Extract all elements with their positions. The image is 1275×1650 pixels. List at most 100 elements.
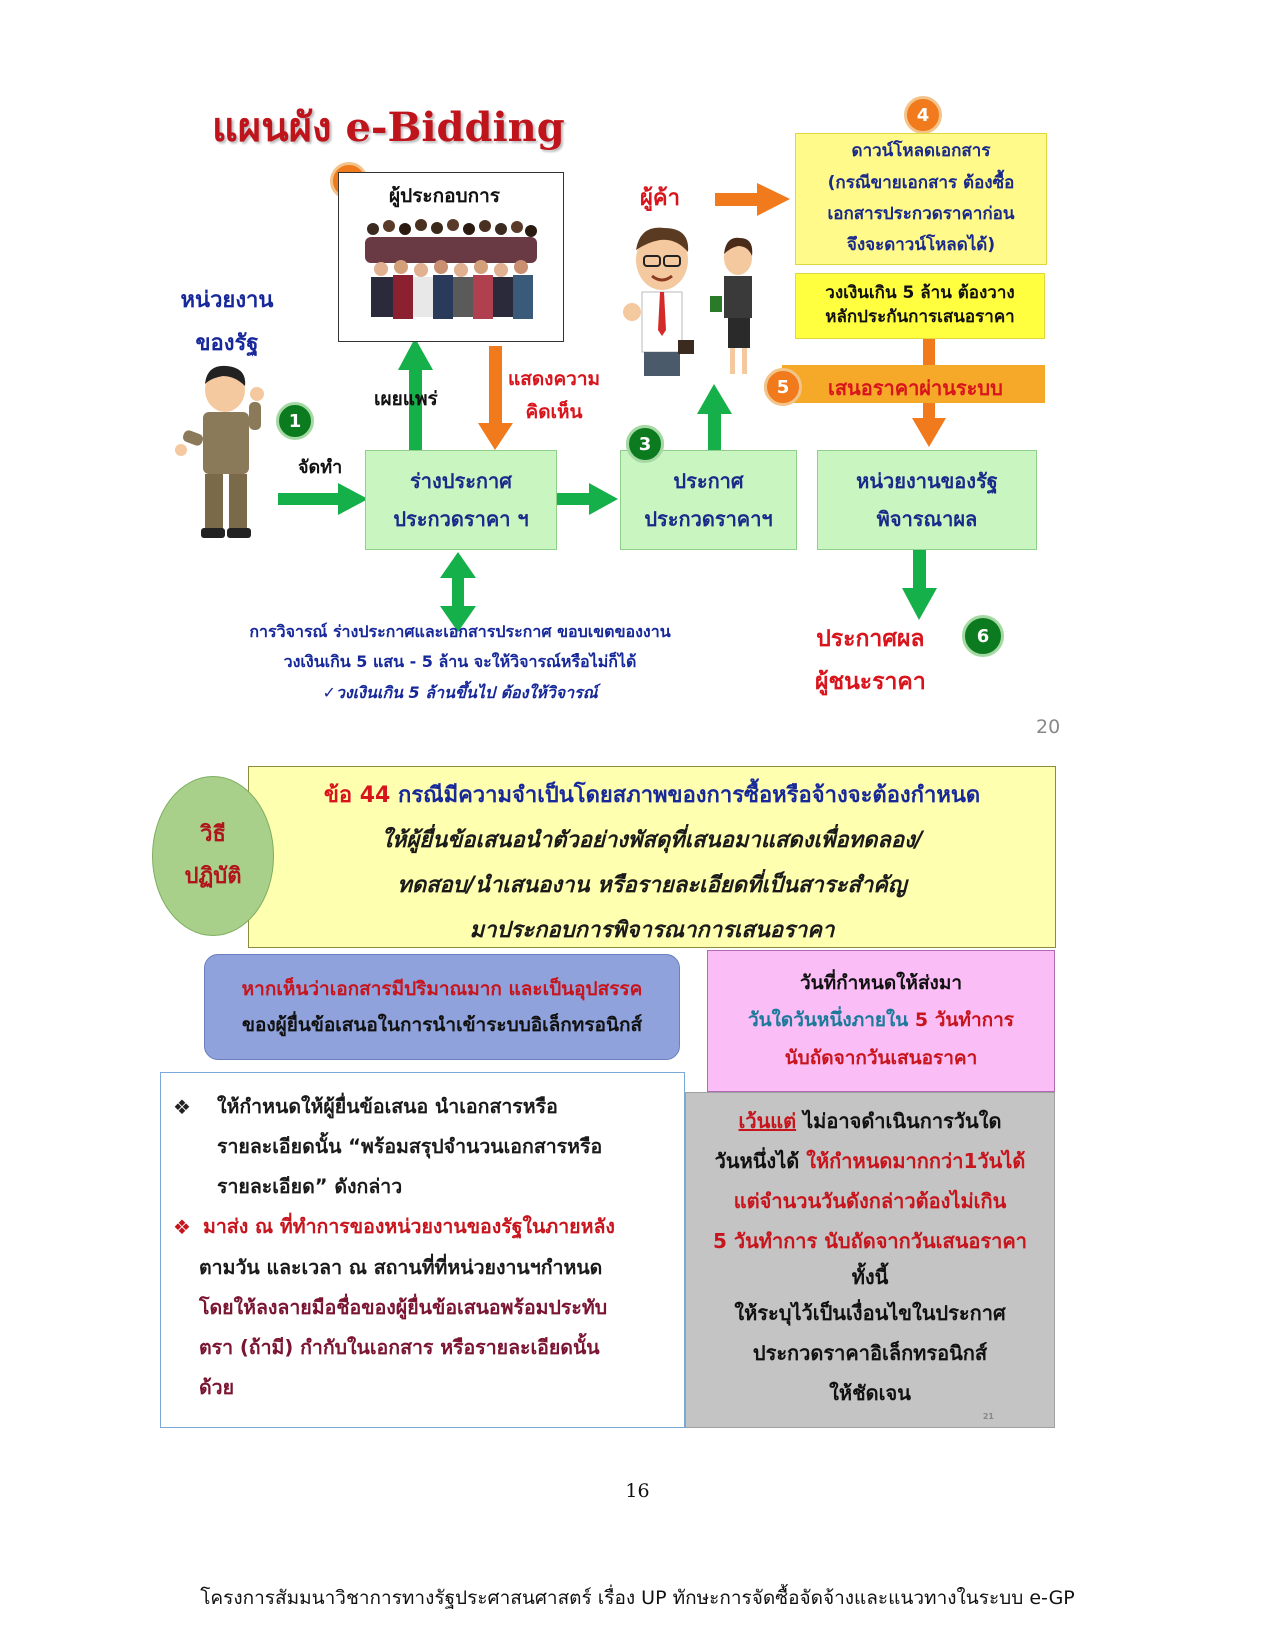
oval-label-line-1: วิธี <box>200 822 226 848</box>
operators-label: ผู้ประกอบการ <box>389 185 500 207</box>
instruction-box: ❖ ให้กำหนดให้ผู้ยื่นข้อเสนอ นำเอกสารหรือ… <box>160 1072 685 1428</box>
agency-label: หน่วยงาน ของรัฐ <box>172 280 282 366</box>
draft-announcement-box: ร่างประกาศ ประกวดราคา ฯ <box>365 450 557 550</box>
exception-line-7: ประกวดราคาอิเล็กทรอนิกส์ <box>752 1341 988 1365</box>
step-3-badge-top: 3 <box>626 425 664 463</box>
clause-line-1: ข้อ 44 กรณีมีความจำเป็นโดยสภาพของการซื้อ… <box>249 773 1055 818</box>
date-line-2: วันใดวันหนึ่งภายใน 5 วันทำการ <box>708 1002 1054 1039</box>
vendor-label: ผู้ค้า <box>640 186 680 211</box>
step-6-badge: 6 <box>962 615 1004 657</box>
step-5-badge-top: 5 <box>764 368 802 406</box>
agency-label-line-2: ของรัฐ <box>195 330 259 356</box>
agency-label-line-1: หน่วยงาน <box>180 288 274 313</box>
exception-line-8: ให้ชัดเจน <box>829 1381 911 1405</box>
clause-44-box: ข้อ 44 กรณีมีความจำเป็นโดยสภาพของการซื้อ… <box>248 766 1056 948</box>
critique-note-3: ✓วงเงินเกิน 5 ล้านขึ้นไป ต้องให้วิจารณ์ <box>322 682 598 702</box>
bid-online-label: เสนอราคาผ่านระบบ <box>828 376 1003 400</box>
publish-label: เผยแพร่ <box>374 388 438 410</box>
arrow-announce-icon <box>555 483 618 515</box>
date-line-3: นับถัดจากวันเสนอราคา <box>784 1046 978 1069</box>
exception-line-1-text: ไม่อาจดำเนินการวันใด <box>796 1109 1002 1133</box>
critique-note-2: วงเงินเกิน 5 แสน - 5 ล้าน จะให้วิจารณ์หร… <box>283 652 637 672</box>
arrow-critique-icon <box>440 552 476 632</box>
draft-box-line-2: ประกวดราคา ฯ <box>393 507 529 531</box>
download-line-4: จึงจะดาวน์โหลดได้) <box>846 235 996 256</box>
step-4-badge: 4 <box>904 96 942 134</box>
announcement-box: ประกาศ ประกวดราคาฯ <box>620 450 797 550</box>
download-box: ดาวน์โหลดเอกสาร (กรณีขายเอกสาร ต้องซื้อ … <box>795 133 1047 265</box>
announce-box-line-1: ประกาศ <box>673 469 744 493</box>
clause-line-4: มาประกอบการพิจารณาการเสนอราคา <box>469 918 835 944</box>
arrow-download-icon <box>715 183 790 216</box>
bullet-1-line-1: ให้กำหนดให้ผู้ยื่นข้อเสนอ นำเอกสารหรือ <box>217 1095 558 1118</box>
page-footer: โครงการสัมมนาวิชาการทางรัฐประศาสนศาสตร์ … <box>200 1587 1075 1609</box>
exception-line-2b: ให้กำหนดมากกว่า1วันได้ <box>806 1149 1026 1173</box>
evaluate-box: หน่วยงานของรัฐ พิจารณาผล <box>817 450 1037 550</box>
arrow-publish-icon <box>398 338 433 450</box>
step-1-badge: 1 <box>276 402 314 440</box>
date-line-2a: วันใดวันหนึ่งภายใน <box>747 1009 915 1032</box>
bullet-2-line-2: ตามวัน และเวลา ณ สถานที่ที่หน่วยงานฯกำหน… <box>199 1255 603 1279</box>
page-number: 16 <box>625 1480 650 1502</box>
bullet-2: ❖ มาส่ง ณ ที่ทำการของหน่วยงานของรัฐในภาย… <box>173 1207 684 1248</box>
volume-line-1: หากเห็นว่าเอกสารมีปริมาณมาก และเป็นอุปสร… <box>241 977 643 1000</box>
comment-label: แสดงความ คิดเห็น <box>508 363 600 430</box>
exception-box: เว้นแต่ ไม่อาจดำเนินการวันใด วันหนึ่งได้… <box>685 1092 1055 1428</box>
download-line-1: ดาวน์โหลดเอกสาร <box>851 141 991 162</box>
result-label: ประกาศผล ผู้ชนะราคา <box>815 618 926 703</box>
arrow-to-vendor-icon <box>697 384 732 450</box>
guarantee-line-1: วงเงินเกิน 5 ล้าน ต้องวาง <box>825 283 1015 304</box>
exception-line-4: 5 วันทำการ นับถัดจากวันเสนอราคา <box>713 1229 1027 1253</box>
exception-line-2a: วันหนึ่งได้ <box>714 1149 807 1173</box>
clause-line-2: ให้ผู้ยื่นข้อเสนอนำตัวอย่างพัสดุที่เสนอม… <box>381 828 923 854</box>
result-label-line-1: ประกาศผล <box>816 626 925 652</box>
exception-keyword: เว้นแต่ <box>738 1109 797 1133</box>
crowd-icon <box>365 219 537 319</box>
operators-box: ผู้ประกอบการ <box>338 172 564 342</box>
result-label-line-2: ผู้ชนะราคา <box>815 668 926 695</box>
government-officer-icon <box>175 365 264 538</box>
bullet-1: ❖ ให้กำหนดให้ผู้ยื่นข้อเสนอ นำเอกสารหรือ… <box>173 1087 684 1207</box>
volume-line-2: ของผู้ยื่นข้อเสนอในการนำเข้าระบบอิเล็กทร… <box>241 1014 643 1036</box>
diamond-bullet-red-icon: ❖ <box>173 1214 191 1239</box>
bid-online-bar <box>782 365 1045 403</box>
bullet-1-line-3: รายละเอียด” ดังกล่าว <box>217 1174 403 1198</box>
exception-line-6: ให้ระบุไว้เป็นเงื่อนไขในประกาศ <box>734 1301 1006 1325</box>
date-line-1: วันที่กำหนดให้ส่งมา <box>799 972 963 995</box>
arrow-make-icon <box>278 483 368 515</box>
clause-line-1-text: กรณีมีความจำเป็นโดยสภาพของการซื้อหรือจ้า… <box>398 783 981 808</box>
make-label: จัดทำ <box>298 457 343 478</box>
flowchart-title: แผนผัง e-Bidding <box>212 104 565 151</box>
exception-line-5: ทั้งนี้ <box>851 1265 889 1289</box>
bullet-1-line-2: รายละเอียดนั้น “พร้อมสรุปจำนวนเอกสารหรือ <box>217 1134 603 1158</box>
practice-clause-44-slide: ข้อ 44 กรณีมีความจำเป็นโดยสภาพของการซื้อ… <box>150 760 1130 1450</box>
critique-notes: การวิจารณ์ ร่างประกาศและเอกสารประกาศ ขอบ… <box>190 617 730 708</box>
download-line-2: (กรณีขายเอกสาร ต้องซื้อ <box>827 172 1015 193</box>
bullet-2-rest: ตามวัน และเวลา ณ สถานที่ที่หน่วยงานฯกำหน… <box>173 1248 684 1408</box>
clause-line-3: ทดสอบ/นำเสนองาน หรือรายละเอียดที่เป็นสาร… <box>397 873 907 899</box>
clause-number: ข้อ 44 <box>323 783 391 808</box>
slide-number-20: 20 <box>1036 716 1061 738</box>
submission-date-box: วันที่กำหนดให้ส่งมา วันใดวันหนึ่งภายใน 5… <box>707 950 1055 1092</box>
draft-box-line-1: ร่างประกาศ <box>410 469 512 493</box>
download-line-3: เอกสารประกวดราคาก่อน <box>827 204 1015 224</box>
bullet-2-line-3: โดยให้ลงลายมือชื่อของผู้ยื่นข้อเสนอพร้อม… <box>199 1295 608 1319</box>
slide-number-21: 21 <box>982 1412 994 1421</box>
exception-line-2: วันหนึ่งได้ ให้กำหนดมากกว่า1วันได้ <box>686 1141 1054 1181</box>
guarantee-box: วงเงินเกิน 5 ล้าน ต้องวาง หลักประกันการเ… <box>795 273 1045 339</box>
oval-label-line-2: ปฏิบัติ <box>184 864 242 889</box>
date-line-2b: 5 วันทำการ <box>914 1009 1014 1032</box>
bullet-2-line-1: มาส่ง ณ ที่ทำการของหน่วยงานของรัฐในภายหล… <box>203 1214 615 1238</box>
bullet-2-line-4: ตรา (ถ้ามี) กำกับในเอกสาร หรือรายละเอียด… <box>199 1335 600 1359</box>
arrow-comment-icon <box>478 346 513 450</box>
e-bidding-flowchart-slide: แผนผัง e-Bidding <box>150 80 1130 740</box>
exception-line-1: เว้นแต่ ไม่อาจดำเนินการวันใด <box>686 1101 1054 1141</box>
comment-label-line-1: แสดงความ <box>508 368 601 390</box>
flow-arrows <box>278 183 946 632</box>
bullet-2-line-5: ด้วย <box>199 1375 235 1399</box>
comment-label-line-2: คิดเห็น <box>525 401 583 424</box>
critique-note-1: การวิจารณ์ ร่างประกาศและเอกสารประกาศ ขอบ… <box>249 622 671 641</box>
announce-box-line-2: ประกวดราคาฯ <box>644 507 773 531</box>
exception-line-3: แต่จำนวนวันดังกล่าวต้องไม่เกิน <box>733 1189 1007 1213</box>
evaluate-box-line-2: พิจารณาผล <box>876 507 978 531</box>
